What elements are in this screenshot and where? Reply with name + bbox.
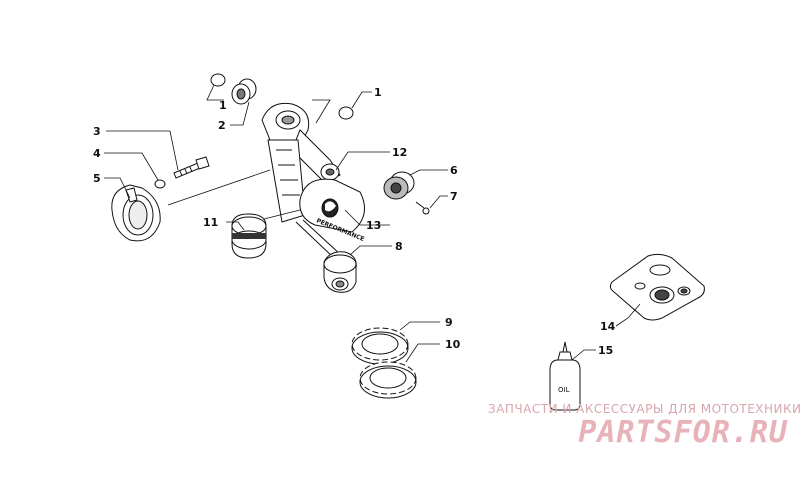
oil-bottle-label: OIL — [558, 386, 570, 394]
callout-15: 15 — [598, 344, 613, 357]
callout-9: 9 — [445, 316, 453, 329]
callout-3: 3 — [93, 125, 101, 138]
part-retaining-ring-top — [210, 73, 226, 87]
callout-4: 4 — [93, 147, 101, 160]
part-washer — [154, 179, 166, 189]
part-seal-kit — [609, 253, 705, 321]
part-spring-nut — [351, 327, 409, 365]
callout-5: 5 — [93, 172, 101, 185]
watermark: ЗАПЧАСТИ И АКСЕССУАРЫ ДЛЯ МОТОТЕХНИКИ PA… — [488, 402, 800, 450]
part-bearing-set — [231, 213, 267, 259]
callout-10: 10 — [445, 338, 461, 351]
part-lock-nut — [359, 361, 417, 399]
part-retaining-ring-right — [338, 106, 354, 120]
callout-7: 7 — [450, 190, 458, 203]
part-adjuster-knob — [383, 171, 415, 200]
watermark-caption: ЗАПЧАСТИ И АКСЕССУАРЫ ДЛЯ МОТОТЕХНИКИ — [488, 402, 800, 416]
callout-13: 13 — [366, 219, 381, 232]
part-oil-bottle: OIL — [549, 341, 581, 411]
callout-1-right: 1 — [374, 86, 382, 99]
part-screw — [415, 201, 430, 215]
part-shock-absorber: PERFORMANCE — [261, 102, 365, 259]
part-clamp — [111, 184, 161, 242]
callout-11: 11 — [203, 216, 218, 229]
callout-14: 14 — [600, 320, 616, 333]
part-lower-eye — [323, 251, 357, 293]
callout-2: 2 — [218, 119, 226, 132]
part-bolt — [173, 156, 210, 179]
callout-12: 12 — [392, 146, 407, 159]
callout-8: 8 — [395, 240, 403, 253]
callout-1-top: 1 — [219, 99, 227, 112]
callout-6: 6 — [450, 164, 458, 177]
part-bushing — [231, 78, 257, 105]
watermark-logo: PARTSFOR.RU — [578, 415, 788, 450]
